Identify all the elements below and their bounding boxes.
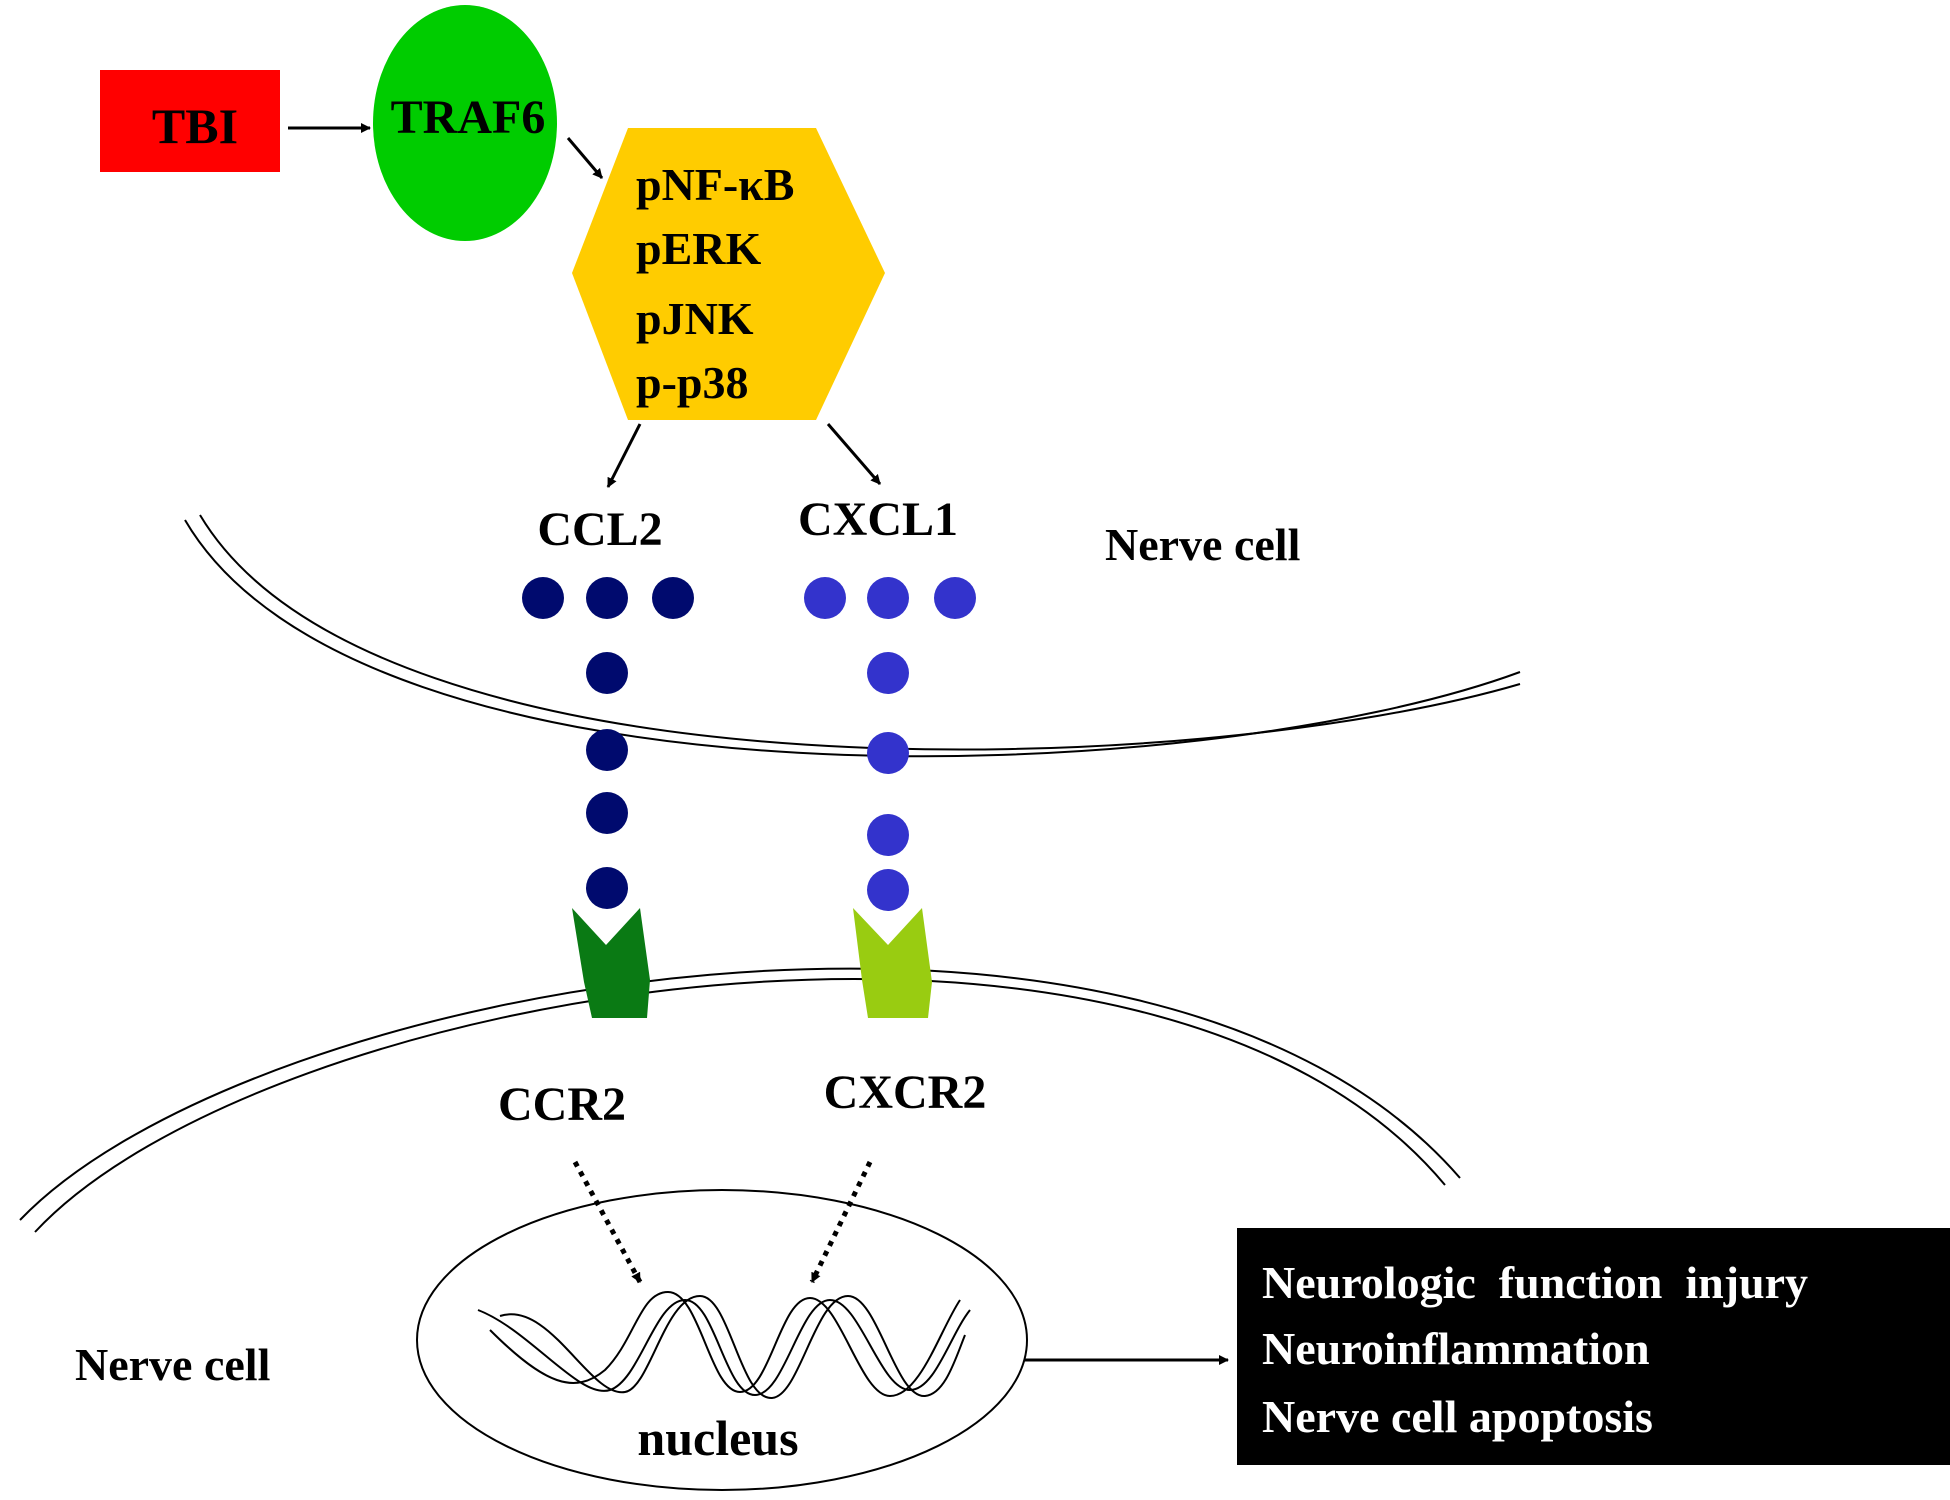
dna-strand-2 [489,1290,961,1398]
tbi-box [100,70,280,172]
cxcl1-dot [867,732,909,774]
dotted-arrow-cxcr2-nucleus [809,1160,873,1284]
ccl2-dot [586,867,628,909]
nerve-cell-bottom-label: Nerve cell [75,1339,270,1390]
nucleus-ellipse [416,1189,1028,1491]
ccl2-dot [586,792,628,834]
nerve-cell-top-label: Nerve cell [1105,519,1300,570]
cxcr2-label: CXCR2 [824,1066,987,1119]
dna-strand-3 [499,1294,966,1400]
outcome-line-1: Neurologic function injury [1262,1257,1808,1308]
cxcl1-dots [804,577,976,911]
kinase-line-4: p-p38 [636,357,748,408]
outcome-line-3: Nerve cell apoptosis [1262,1391,1653,1442]
tbi-label: TBI [152,98,238,154]
ccl2-dot [586,729,628,771]
ccl2-dots [522,577,694,909]
cxcl1-dot [804,577,846,619]
ccr2-label: CCR2 [498,1078,626,1131]
cxcl1-dot [867,577,909,619]
cxcl1-dot [867,652,909,694]
dotted-arrow-ccr2-nucleus [572,1160,643,1284]
lower-membrane-outer [19,967,1461,1221]
ccl2-dot [652,577,694,619]
kinase-hexagon [572,128,885,420]
ccl2-label: CCL2 [537,503,662,556]
arrow-kinases-ccl2 [606,423,642,488]
upper-membrane-inner [199,514,1521,751]
arrow-traf6-kinases [566,137,604,179]
arrow-kinases-cxcl1 [826,423,882,485]
cxcl1-dot [867,814,909,856]
kinase-line-2: pERK [636,223,761,274]
cxcl1-label: CXCL1 [798,493,958,546]
outcomes-box [1237,1228,1950,1465]
outcome-line-2: Neuroinflammation [1262,1323,1650,1374]
ccl2-dot [586,577,628,619]
kinase-line-1: pNF-κB [636,159,794,210]
kinase-line-3: pJNK [636,293,754,344]
ccr2-receptor [572,908,650,1018]
upper-membrane-outer [184,519,1521,758]
traf6-label: TRAF6 [391,91,546,144]
ccl2-dot [522,577,564,619]
nucleus-label: nucleus [637,1410,798,1466]
cxcl1-dot [867,869,909,911]
traf6-ellipse [373,5,557,241]
cxcl1-dot [934,577,976,619]
cxcr2-receptor [853,908,932,1018]
lower-membrane-inner [34,978,1446,1233]
ccl2-dot [586,652,628,694]
